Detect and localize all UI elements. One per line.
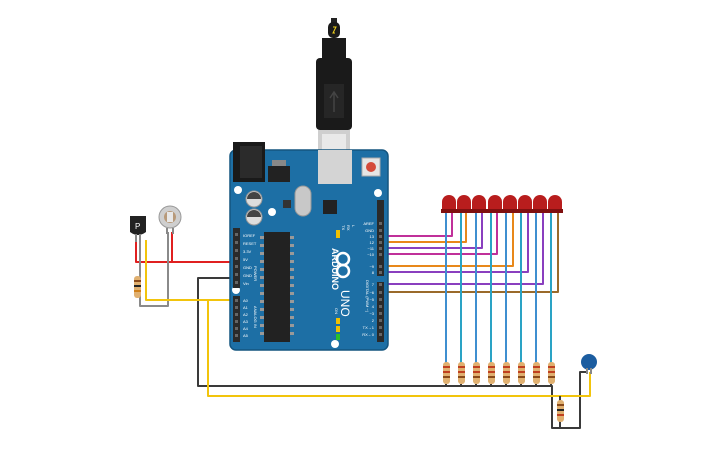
pin-label-d7: 7	[372, 282, 375, 287]
pin-label-d3: ~3	[369, 311, 374, 316]
pin-label-d0: RX←0	[362, 332, 375, 337]
pin-label-d5: ~5	[369, 297, 374, 302]
pin-label-a4: A4	[243, 326, 249, 331]
led-4[interactable]	[487, 195, 503, 213]
pin-label-aref: AREF	[363, 221, 374, 226]
temperature-sensor[interactable]: P	[130, 216, 146, 242]
led-3[interactable]	[471, 195, 487, 213]
pin-label-vin: Vin	[243, 281, 249, 286]
board-model-label: UNO	[338, 290, 352, 317]
wire-res-gnd-bus[interactable]	[445, 384, 552, 386]
pin-label-d2: 2	[372, 318, 375, 323]
pin-label-a1: A1	[243, 305, 249, 310]
led-7[interactable]	[532, 195, 548, 213]
led-6[interactable]	[517, 195, 533, 213]
mounting-hole	[331, 340, 339, 348]
tx-label: TX	[341, 225, 346, 230]
resistor-3[interactable]	[473, 362, 480, 384]
resistor-1[interactable]	[443, 362, 450, 384]
l-label: L	[351, 225, 356, 228]
analog-header	[233, 296, 240, 342]
temp-sensor-letter: P	[135, 222, 140, 231]
resistor-7[interactable]	[533, 362, 540, 384]
analog-section-label: ANALOG IN	[253, 306, 258, 328]
photoresistor[interactable]	[158, 205, 182, 234]
wire-pin6[interactable]	[382, 212, 559, 293]
led-2[interactable]	[456, 195, 472, 213]
pin-label-3v3: 3.3V	[243, 249, 252, 254]
pin-label-d6: ~6	[369, 290, 374, 295]
arduino-uno-board[interactable]: ARDUINO UNO ON TX RX L IOREF RESET 3.3V …	[229, 142, 389, 351]
on-label: ON	[334, 308, 339, 314]
pin-label-ioref: IOREF	[243, 233, 256, 238]
resistor-4[interactable]	[488, 362, 495, 384]
pin-label-d11: ~11	[368, 246, 375, 251]
wire-pin9[interactable]	[382, 212, 514, 267]
power-section-label: POWER	[253, 266, 258, 281]
pin-label-d1: TX→1	[363, 325, 375, 330]
rx-label: RX	[346, 225, 351, 231]
pin-label-d13: 13	[370, 234, 375, 239]
board-brand-label: ARDUINO	[330, 248, 340, 290]
wire-pin11[interactable]	[382, 212, 483, 249]
pin-label-a2: A2	[243, 312, 249, 317]
digital-section-label: DIGITAL (PWM ~)	[365, 280, 370, 313]
led-5[interactable]	[502, 195, 518, 213]
sensor-resistor[interactable]	[134, 276, 141, 298]
led-8[interactable]	[547, 195, 563, 213]
resistor-5[interactable]	[503, 362, 510, 384]
resistor-piezo[interactable]	[557, 400, 564, 422]
wire-gnd-black[interactable]	[197, 277, 588, 429]
wire-pin7[interactable]	[382, 212, 544, 285]
wire-pin8[interactable]	[382, 212, 529, 273]
wire-pin13[interactable]	[382, 212, 453, 237]
pin-label-d12: 12	[370, 240, 375, 245]
led-1[interactable]	[441, 195, 457, 213]
resistor-row	[443, 362, 564, 422]
wires	[135, 18, 591, 429]
resistor-2[interactable]	[458, 362, 465, 384]
resistor-8[interactable]	[548, 362, 555, 384]
pin-label-reset: RESET	[243, 241, 257, 246]
usb-plug[interactable]	[316, 22, 352, 156]
usb-socket	[318, 150, 352, 184]
pin-label-a0: A0	[243, 298, 249, 303]
wire-pin12[interactable]	[382, 212, 467, 243]
resistor-6[interactable]	[518, 362, 525, 384]
pin-label-a5: A5	[243, 333, 249, 338]
arduino-logo	[335, 251, 351, 279]
pin-label-gnd-top: GND	[365, 228, 374, 233]
piezo-buzzer[interactable]	[581, 354, 597, 374]
pin-label-d4: 4	[372, 304, 375, 309]
wire-gnd-gray[interactable]	[139, 232, 169, 307]
wire-pin10[interactable]	[382, 212, 498, 255]
pin-label-d10: ~10	[367, 252, 375, 257]
wire-a0-yellow-2[interactable]	[207, 299, 591, 397]
led-row	[441, 195, 563, 213]
wire-a0-yellow[interactable]	[145, 240, 238, 301]
atmega-chip	[264, 232, 290, 342]
pin-label-d8: 8	[372, 270, 375, 275]
pin-label-5v: 5V	[243, 257, 248, 262]
mounting-hole	[374, 189, 382, 197]
mounting-hole	[234, 186, 242, 194]
wire-5v-red[interactable]	[135, 240, 238, 263]
pin-label-d9: ~9	[369, 264, 374, 269]
pin-label-a3: A3	[243, 319, 249, 324]
pin-label-gnd2: GND	[243, 273, 252, 278]
pin-label-gnd1: GND	[243, 265, 252, 270]
